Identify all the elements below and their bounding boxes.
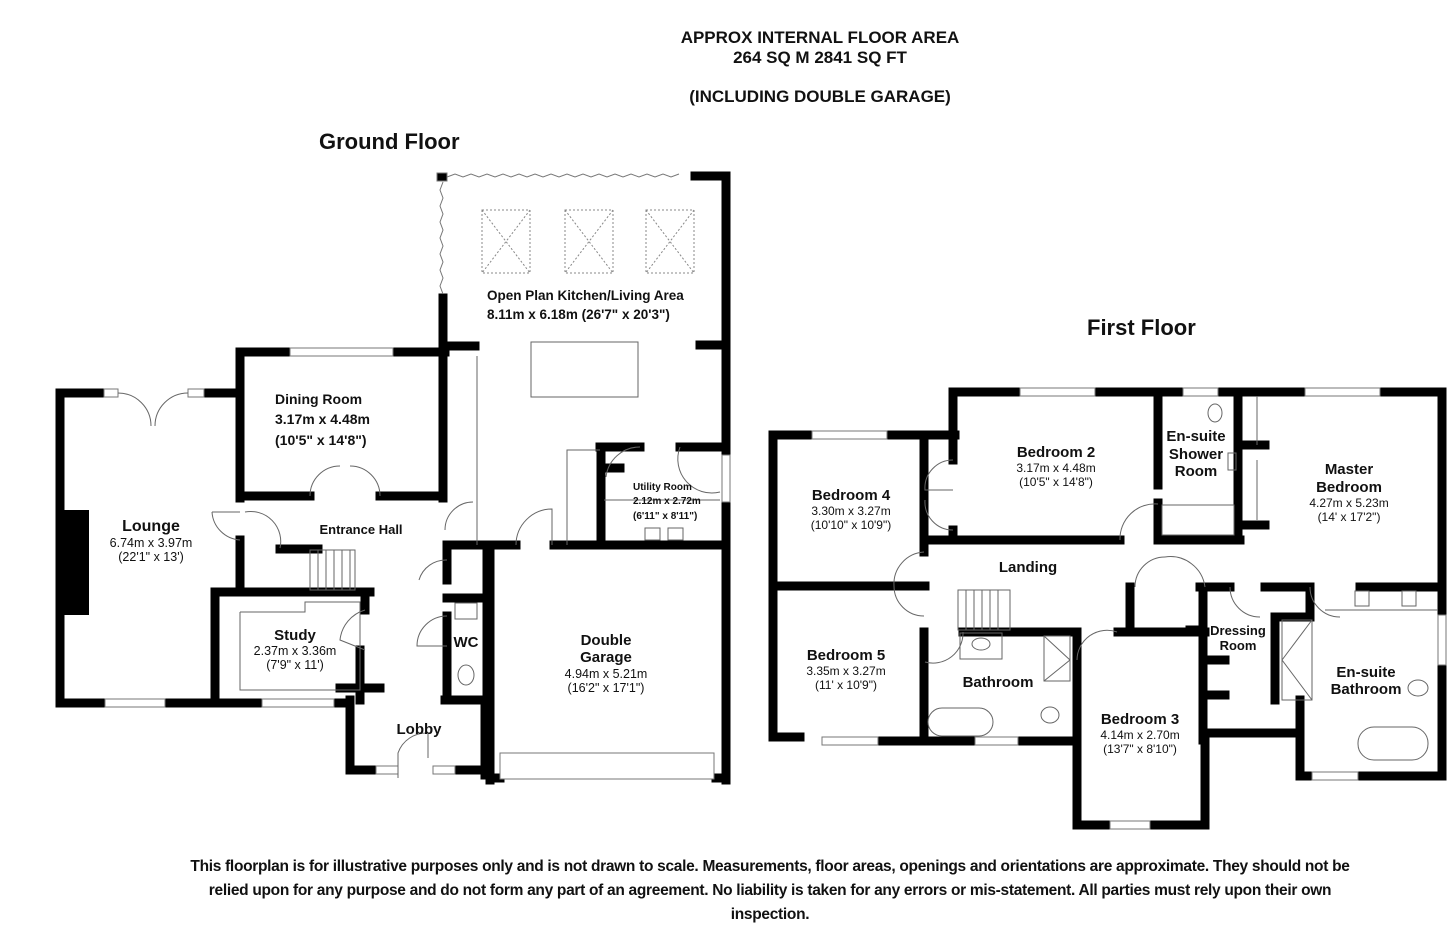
ensuite-name-line1: En-suite [1336,664,1395,681]
ensuite-name-line2: Bathroom [1331,681,1402,698]
bed3-metric: 4.14m x 2.70m [1100,728,1179,742]
first-floor-title: First Floor [1087,315,1196,340]
area-heading-line1: APPROX INTERNAL FLOOR AREA [680,28,960,47]
ground-stairs [309,549,356,591]
area-heading-line2: 264 SQ M 2841 SQ FT [733,48,907,67]
first-walls [768,387,1447,830]
wc-name: WC [454,634,479,651]
shower-name-line1: En-suite [1166,428,1225,445]
lounge-metric: 6.74m x 3.97m [110,536,193,550]
ground-walls [55,171,731,785]
study-metric: 2.37m x 3.36m [254,644,337,658]
landing-name: Landing [999,559,1057,576]
first-floor-plan: Bedroom 4 3.30m x 3.27m (10'10" x 10'9")… [768,387,1447,830]
study-imperial: (7'9" x 11') [266,658,324,672]
dining-name: Dining Room [275,391,362,407]
hall-name: Entrance Hall [319,522,402,537]
bed5-metric: 3.35m x 3.27m [806,664,885,678]
ground-floor-title: Ground Floor [319,129,460,154]
bed3-imperial: (13'7" x 8'10") [1103,742,1177,756]
first-fixtures [893,396,1438,761]
first-stairs [957,589,1011,631]
bed5-name: Bedroom 5 [807,647,885,664]
shower-name-line3: Room [1175,463,1218,480]
dining-metric: 3.17m x 4.48m [275,411,370,427]
bed2-imperial: (10'5" x 14'8") [1019,475,1093,489]
ground-fixtures [117,341,721,778]
first-openings [811,387,1447,830]
bed2-name: Bedroom 2 [1017,444,1095,461]
fireplace [64,510,89,615]
master-metric: 4.27m x 5.23m [1309,496,1388,510]
disclaimer-line1: This floorplan is for illustrative purpo… [190,858,1350,875]
bed5-imperial: (11' x 10'9") [815,678,877,692]
bed4-metric: 3.30m x 3.27m [811,504,890,518]
lounge-name: Lounge [122,518,180,535]
master-name-line2: Bedroom [1316,479,1382,496]
utility-name: Utility Room [633,482,692,493]
disclaimer-line2: relied upon for any purpose and do not f… [208,882,1332,899]
garage-name-line2: Garage [580,649,632,666]
bed2-metric: 3.17m x 4.48m [1016,461,1095,475]
utility-imperial: (6'11" x 8'11") [633,511,697,522]
bathroom-name: Bathroom [963,674,1034,691]
bed4-imperial: (10'10" x 10'9") [811,518,891,532]
master-imperial: (14' x 17'2") [1318,510,1381,524]
skylights [481,209,695,274]
utility-metric: 2.12m x 2.72m [633,496,701,507]
dining-imperial: (10'5" x 14'8") [275,432,367,448]
kitchen-dims: 8.11m x 6.18m (26'7" x 20'3") [487,307,670,322]
kitchen-name: Open Plan Kitchen/Living Area [487,288,684,303]
dressing-name-line2: Room [1220,638,1257,653]
disclaimer: This floorplan is for illustrative purpo… [120,855,1420,927]
lobby-name: Lobby [397,721,443,738]
garage-name-line1: Double [581,632,632,649]
kitchen-island [530,341,639,398]
study-name: Study [274,627,316,644]
shower-name-line2: Shower [1169,446,1223,463]
disclaimer-line3: inspection. [730,906,810,923]
dressing-name-line1: Dressing [1210,623,1266,638]
bed4-name: Bedroom 4 [812,487,891,504]
master-name-line1: Master [1325,461,1374,478]
garage-metric: 4.94m x 5.21m [565,667,648,681]
bed3-name: Bedroom 3 [1101,711,1179,728]
area-heading-line3: (INCLUDING DOUBLE GARAGE) [689,87,951,106]
ground-openings [103,172,731,780]
ground-floor-plan: Open Plan Kitchen/Living Area 8.11m x 6.… [55,171,731,785]
lounge-imperial: (22'1" x 13') [118,550,184,564]
garage-imperial: (16'2" x 17'1") [568,681,645,695]
